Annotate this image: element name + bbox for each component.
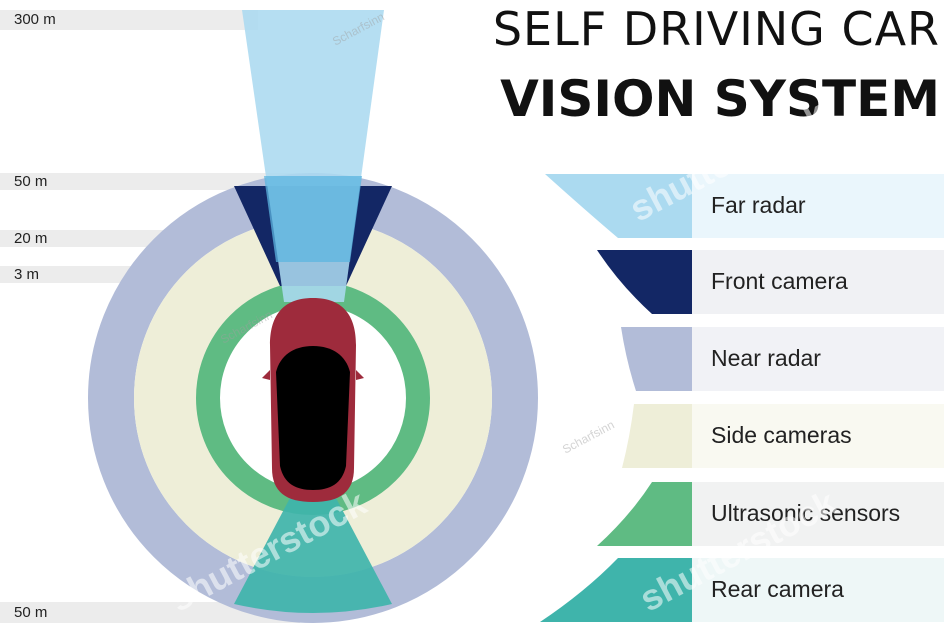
legend-label-front-camera: Front camera [711, 268, 848, 294]
legend-swatch [545, 174, 692, 238]
legend-swatch [622, 404, 692, 468]
legend-swatch [540, 558, 692, 622]
distance-bar-20m [0, 230, 190, 247]
car-cabin [276, 346, 350, 490]
legend-bg [692, 327, 944, 391]
legend-swatch [621, 327, 692, 391]
legend-bg [692, 482, 944, 546]
legend-label-ultrasonic-sensors: Ultrasonic sensors [711, 500, 901, 526]
distance-bar-300m [0, 10, 258, 30]
legend [540, 174, 944, 622]
distance-label: 50 m [14, 173, 48, 190]
legend-swatch [597, 482, 692, 546]
title-line-1: SELF DRIVING CAR [492, 2, 940, 56]
legend-bg [692, 404, 944, 468]
distance-label: 20 m [14, 230, 48, 247]
legend-bg [692, 558, 944, 622]
distance-bar-50m-rear [0, 602, 300, 623]
left-mirror [262, 370, 270, 380]
distance-label: 3 m [14, 266, 40, 283]
legend-bg [692, 250, 944, 314]
distance-label: 300 m [14, 11, 56, 28]
car [262, 298, 364, 502]
rear-camera-zone [234, 498, 392, 613]
legend-label-far-radar: Far radar [711, 192, 806, 218]
legend-bg [692, 174, 944, 238]
far-radar-overlap [264, 176, 362, 262]
legend-label-near-radar: Near radar [711, 345, 821, 371]
distance-label: 50 m [14, 604, 48, 621]
legend-label-rear-camera: Rear camera [711, 576, 844, 602]
distance-bar-50m [0, 173, 300, 190]
right-mirror [356, 370, 364, 380]
title-line-2: VISION SYSTEM [500, 70, 940, 128]
legend-swatch [597, 250, 692, 314]
legend-label-side-cameras: Side cameras [711, 422, 852, 448]
